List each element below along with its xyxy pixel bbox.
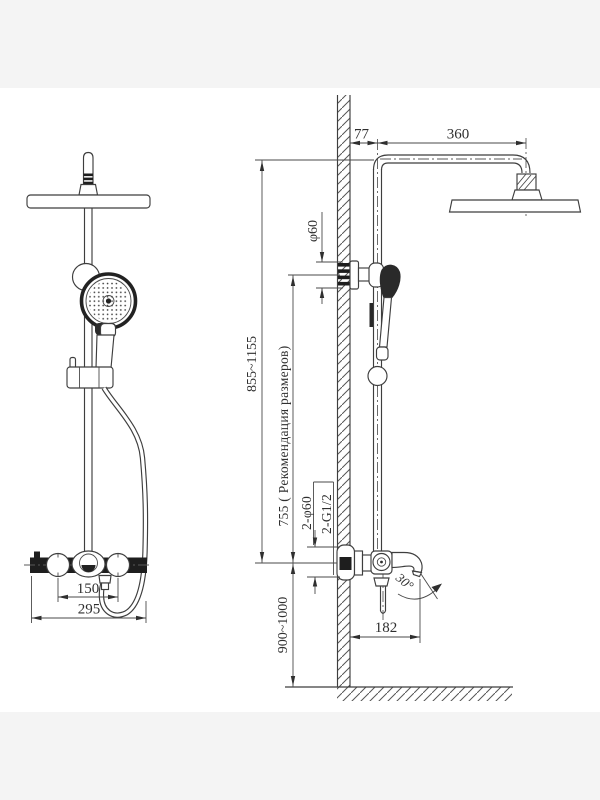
rain-shower-head-side [448, 199, 582, 213]
side-view-dimensions: 77 360 φ60 855~1155 755 ( Рекомендация р… [245, 127, 526, 687]
front-view-dimensions: 150 295 [31, 576, 147, 623]
dim-handle-spacing-label: 150 [77, 581, 100, 597]
spout-swivel-annotation [397, 573, 442, 600]
hose-outlet [98, 574, 112, 584]
hand-shower-handle [95, 334, 115, 369]
top-connector [78, 151, 99, 196]
side-view-wall-floor [285, 95, 513, 701]
dim-inlet-diameter-label: 2-φ60 [299, 496, 314, 530]
diverter-knob [71, 550, 106, 578]
rain-shower-head-front [26, 194, 151, 209]
mixer-side [336, 544, 423, 614]
front-view-shower [24, 151, 152, 618]
dim-spout-reach-label: 182 [375, 620, 398, 636]
dim-bracket-diameter-label: φ60 [306, 220, 321, 242]
dim-wall-offset-label: 77 [354, 127, 370, 143]
dim-body-width-label: 295 [78, 602, 101, 618]
dim-mixer-height-label: 900~1000 [276, 597, 291, 654]
drawing-canvas [0, 88, 600, 712]
slider-bracket [66, 356, 114, 389]
dim-arm-length-label: 360 [447, 127, 470, 143]
hand-shower-side [369, 264, 401, 361]
dim-overall-height-label: 855~1155 [245, 336, 260, 392]
side-view-shower [336, 138, 582, 620]
head-connector [511, 189, 543, 201]
dim-inlet-thread-label: 2-G1/2 [319, 494, 334, 534]
dim-recommended-height-label: 755 ( Рекомендация размеров) [276, 345, 291, 526]
slider-ball [367, 365, 388, 387]
mixer-front [24, 550, 152, 591]
hand-shower-front [79, 272, 138, 369]
